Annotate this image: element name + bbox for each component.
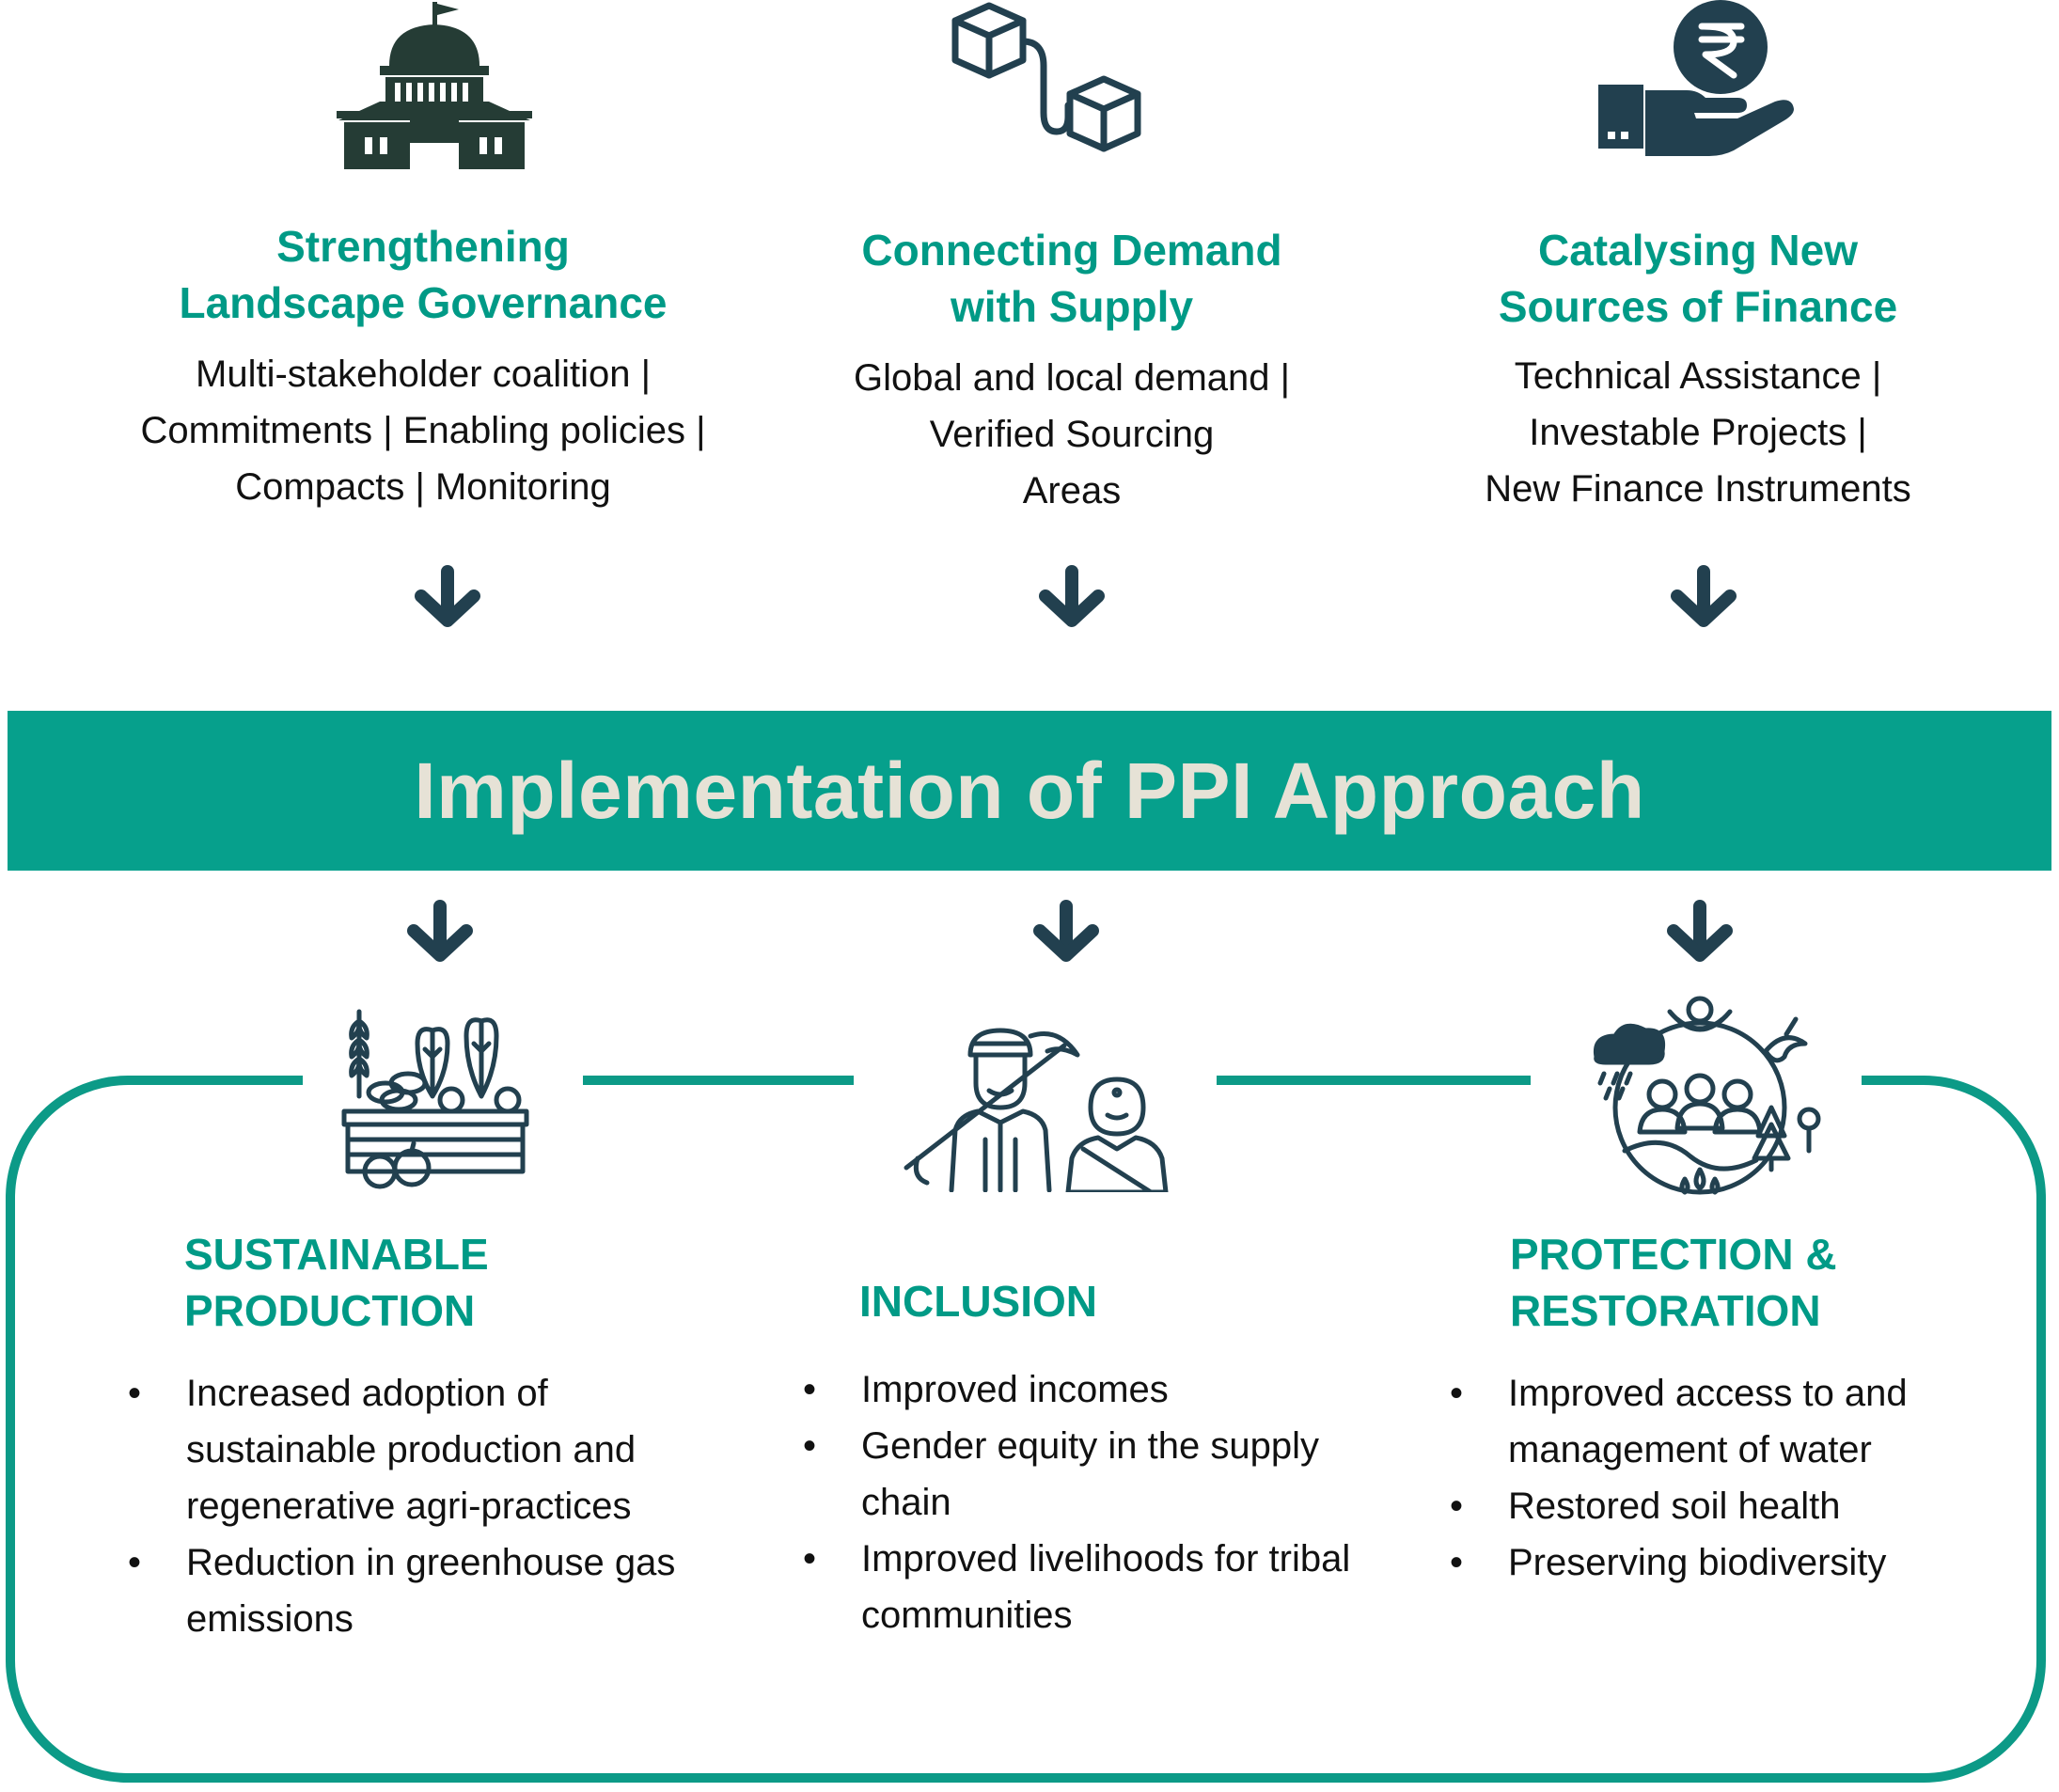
globe-ecosystem-icon <box>1587 991 1822 1200</box>
list-item: Improved access to and management of wat… <box>1450 1365 1957 1478</box>
down-arrow-icon <box>1029 899 1104 967</box>
list-item: Increased adoption of sustainable produc… <box>128 1365 692 1534</box>
down-arrow-icon <box>1666 564 1741 632</box>
list-item: Reduction in greenhouse gas emissions <box>128 1534 692 1647</box>
frame-gap <box>1531 1069 1862 1092</box>
pillar-finance-description: Technical Assistance | Investable Projec… <box>1485 355 1911 510</box>
rupee-hand-icon <box>1596 0 1803 169</box>
outcome-sustainable-production-title: SUSTAINABLE PRODUCTION <box>184 1230 489 1335</box>
list-item: Improved livelihoods for tribal communit… <box>803 1531 1367 1643</box>
banner-title: Implementation of PPI Approach <box>414 746 1645 835</box>
list-item: Improved incomes <box>803 1361 1367 1418</box>
list-item: Preserving biodiversity <box>1450 1534 1957 1591</box>
produce-crate-icon <box>338 1002 536 1190</box>
connected-boxes-icon <box>946 0 1153 169</box>
outcome-sustainable-production-list: Increased adoption of sustainable produc… <box>128 1365 692 1647</box>
outcome-inclusion-title: INCLUSION <box>859 1277 1097 1326</box>
list-item: Restored soil health <box>1450 1478 1957 1534</box>
government-building-icon <box>331 0 538 169</box>
pillar-governance-description: Multi-stakeholder coalition | Commitment… <box>140 354 706 508</box>
pillar-demand-supply-title: Connecting Demand with Supply <box>861 226 1282 331</box>
pillar-demand-supply-description: Global and local demand | Verified Sourc… <box>853 357 1291 511</box>
pillar-finance-title: Catalysing New Sources of Finance <box>1498 226 1898 331</box>
outcome-protection-restoration-title: PROTECTION & RESTORATION <box>1510 1230 1837 1335</box>
pillar-governance-title: Strengthening Landscape Governance <box>179 222 668 327</box>
down-arrow-icon <box>1662 899 1737 967</box>
down-arrow-icon <box>402 899 478 967</box>
list-item: Gender equity in the supply chain <box>803 1418 1367 1531</box>
outcome-protection-restoration-list: Improved access to and management of wat… <box>1450 1365 1957 1591</box>
farmer-and-woman-icon <box>899 1017 1171 1192</box>
outcome-inclusion-list: Improved incomes Gender equity in the su… <box>803 1361 1367 1643</box>
approach-banner: Implementation of PPI Approach <box>8 711 2051 871</box>
frame-gap <box>854 1069 1217 1092</box>
down-arrow-icon <box>1034 564 1109 632</box>
down-arrow-icon <box>410 564 485 632</box>
